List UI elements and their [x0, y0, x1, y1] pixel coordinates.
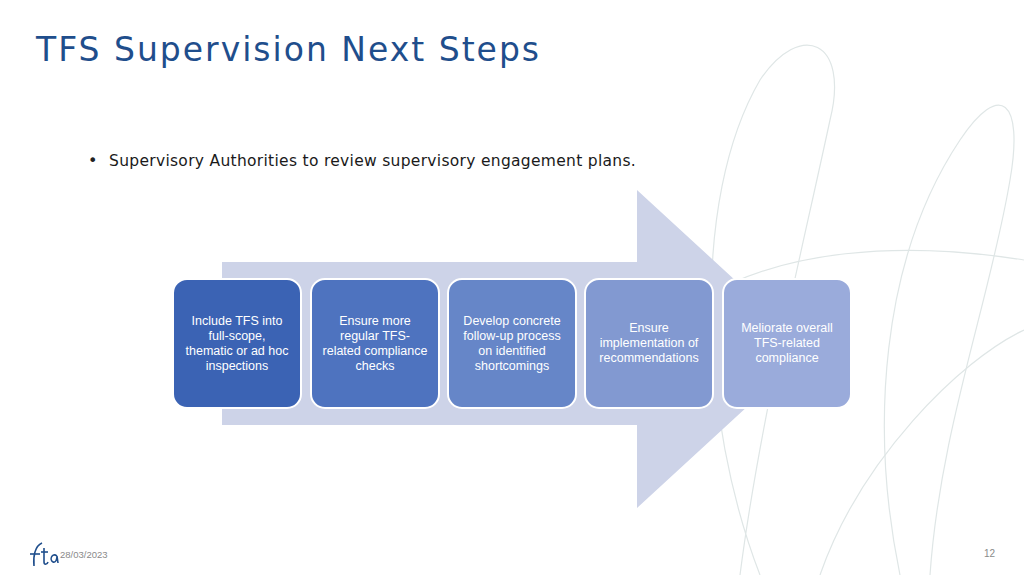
process-box: Develop concrete follow-up process on id… — [447, 278, 577, 409]
bullet-mark: • — [88, 151, 97, 170]
logo — [30, 543, 58, 566]
decor-swirl — [700, 45, 1024, 575]
page-number: 12 — [984, 548, 995, 559]
footer-date: 28/03/2023 — [60, 549, 108, 560]
process-box: Include TFS into full-scope, thematic or… — [172, 278, 302, 409]
process-box: Ensure more regular TFS-related complian… — [310, 278, 440, 409]
box-text: Ensure more regular TFS-related complian… — [322, 314, 428, 374]
box-text: Ensure implementation of recommendations — [596, 321, 702, 366]
process-box: Meliorate overall TFS-related compliance — [722, 278, 852, 409]
process-box: Ensure implementation of recommendations — [584, 278, 714, 409]
slide-title: TFS Supervision Next Steps — [36, 30, 541, 69]
box-text: Include TFS into full-scope, thematic or… — [184, 314, 290, 374]
box-text: Develop concrete follow-up process on id… — [459, 314, 565, 374]
box-text: Meliorate overall TFS-related compliance — [734, 321, 840, 366]
bullet-text: Supervisory Authorities to review superv… — [109, 152, 636, 170]
